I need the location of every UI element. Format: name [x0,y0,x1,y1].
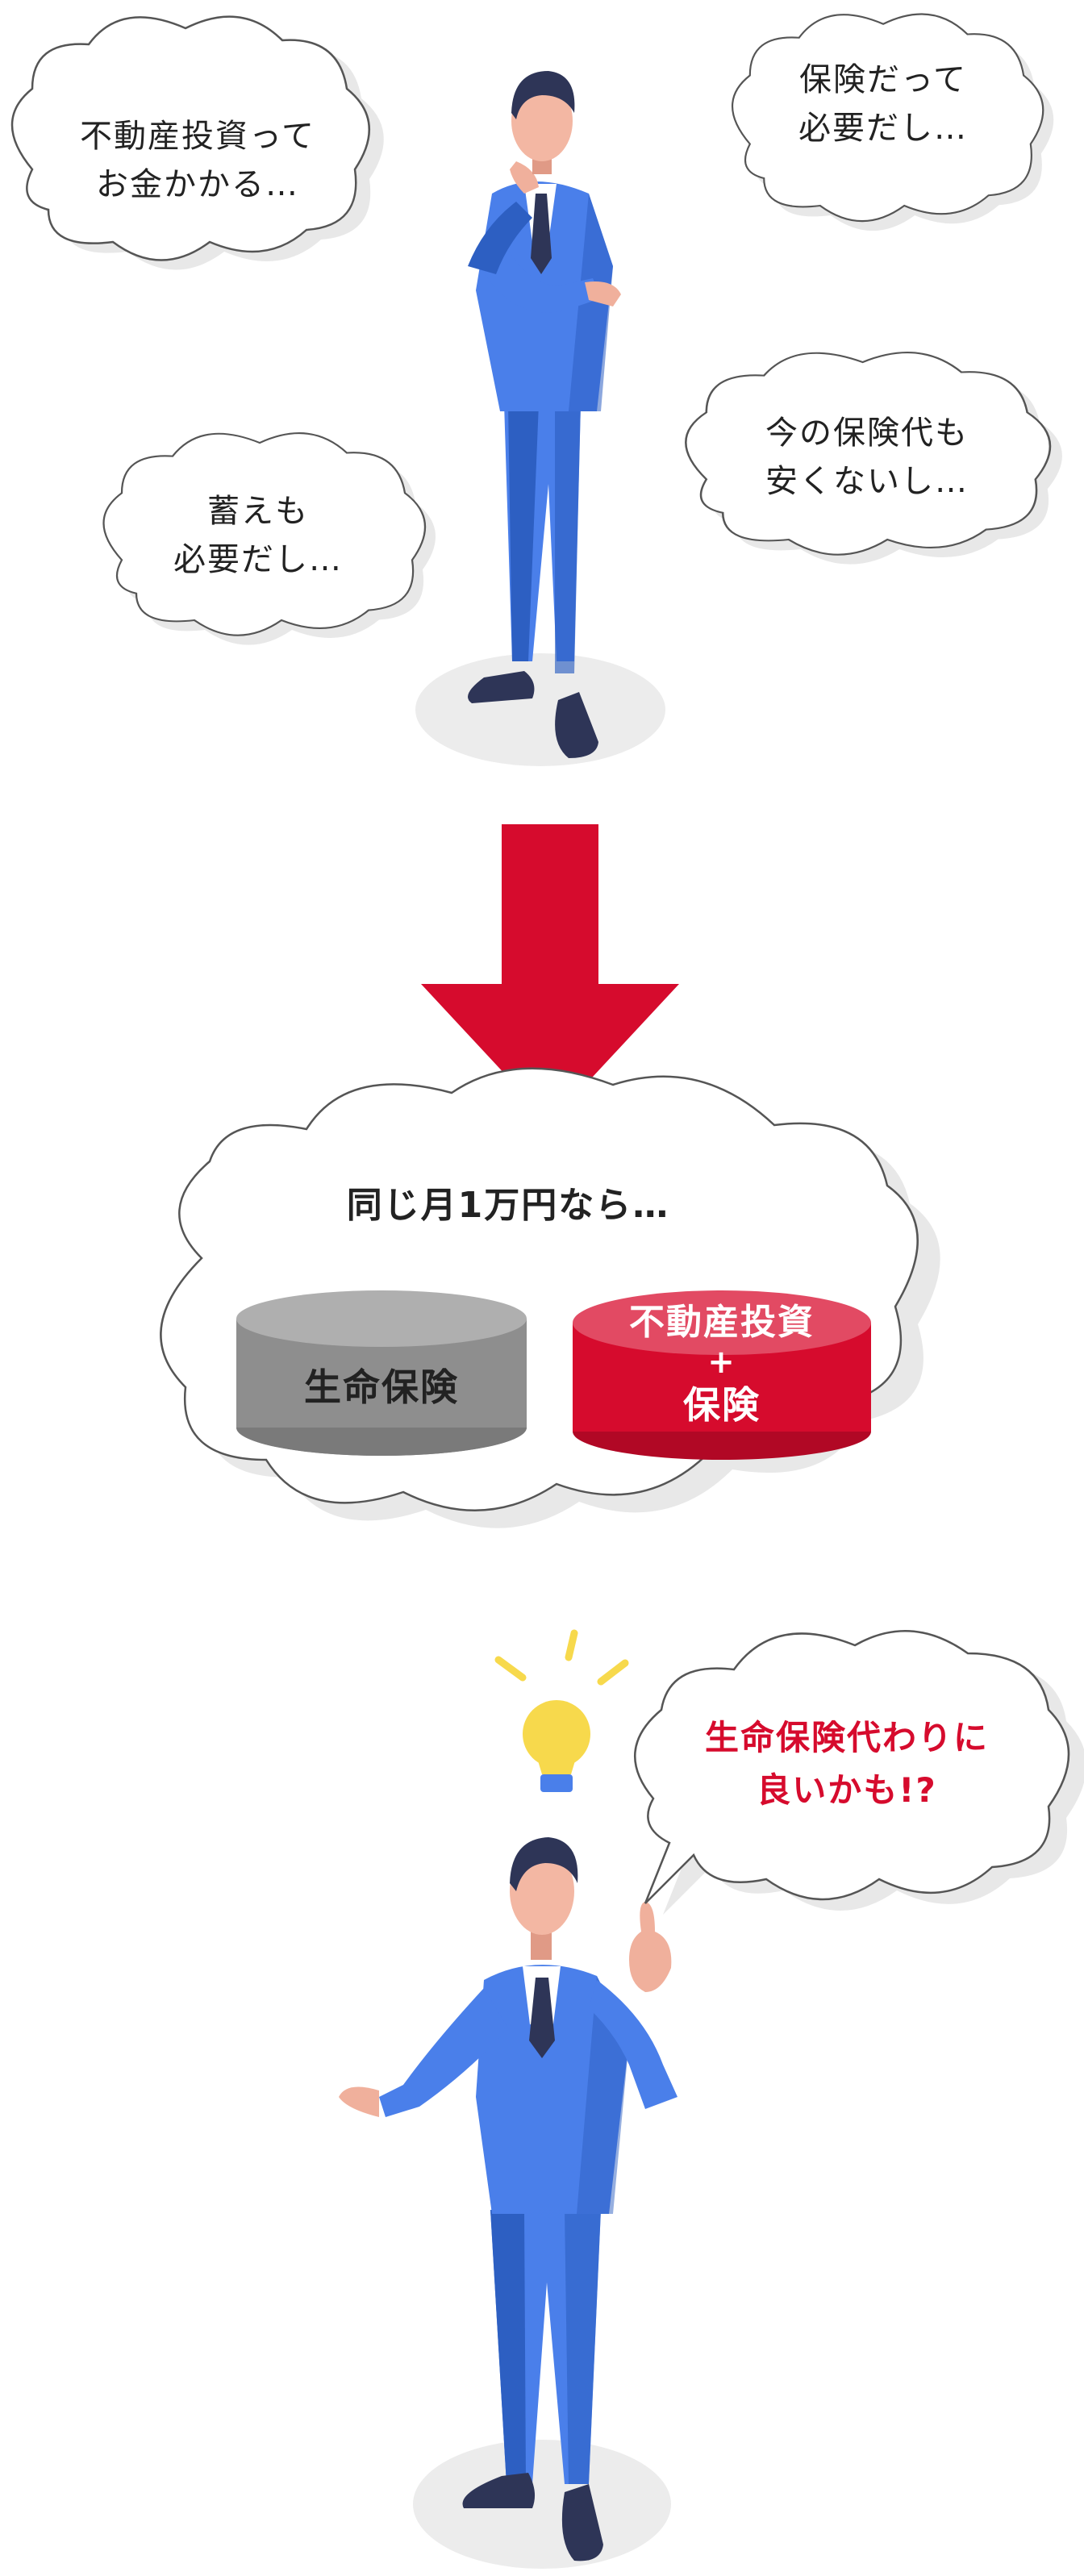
combo-bottom-label: 保険 [683,1383,761,1427]
idea-businessman [339,1837,678,2569]
arrow-down-icon [421,824,679,1123]
combo-plus-label: + [707,1344,736,1381]
thought-cloud-investment-cost [10,15,384,270]
thought-cloud-savings-needed [102,432,436,645]
thought-premium-expensive-line2: 安くないし… [765,463,969,500]
idea-speech-bubble [634,1629,1084,1915]
idea-line1: 生命保険代わりに [704,1718,989,1757]
life-insurance-label: 生命保険 [304,1365,459,1409]
thought-investment-cost-line2: お金かかる… [96,166,299,203]
idea-line2: 良いかも!? [757,1770,937,1810]
thought-insurance-needed-line2: 必要だし… [798,110,968,147]
thought-savings-needed-line1: 蓄えも [207,493,309,530]
comparison-caption: 同じ月1万円なら… [346,1185,670,1226]
thought-premium-expensive-line1: 今の保険代も [765,415,969,452]
combo-top-label: 不動産投資 [629,1302,815,1343]
thought-insurance-needed-line1: 保険だって [799,61,967,98]
thought-investment-cost-line1: 不動産投資って [80,118,315,155]
life-insurance-cylinder [236,1290,527,1456]
thinking-businessman [415,71,665,766]
lightbulb-icon [494,1629,629,1792]
thought-savings-needed-line2: 必要だし… [173,541,343,578]
thought-cloud-premium-expensive [685,352,1062,565]
thought-cloud-insurance-needed [732,13,1054,231]
investment-insurance-cylinder [573,1290,871,1460]
comparison-cloud [160,1067,940,1528]
